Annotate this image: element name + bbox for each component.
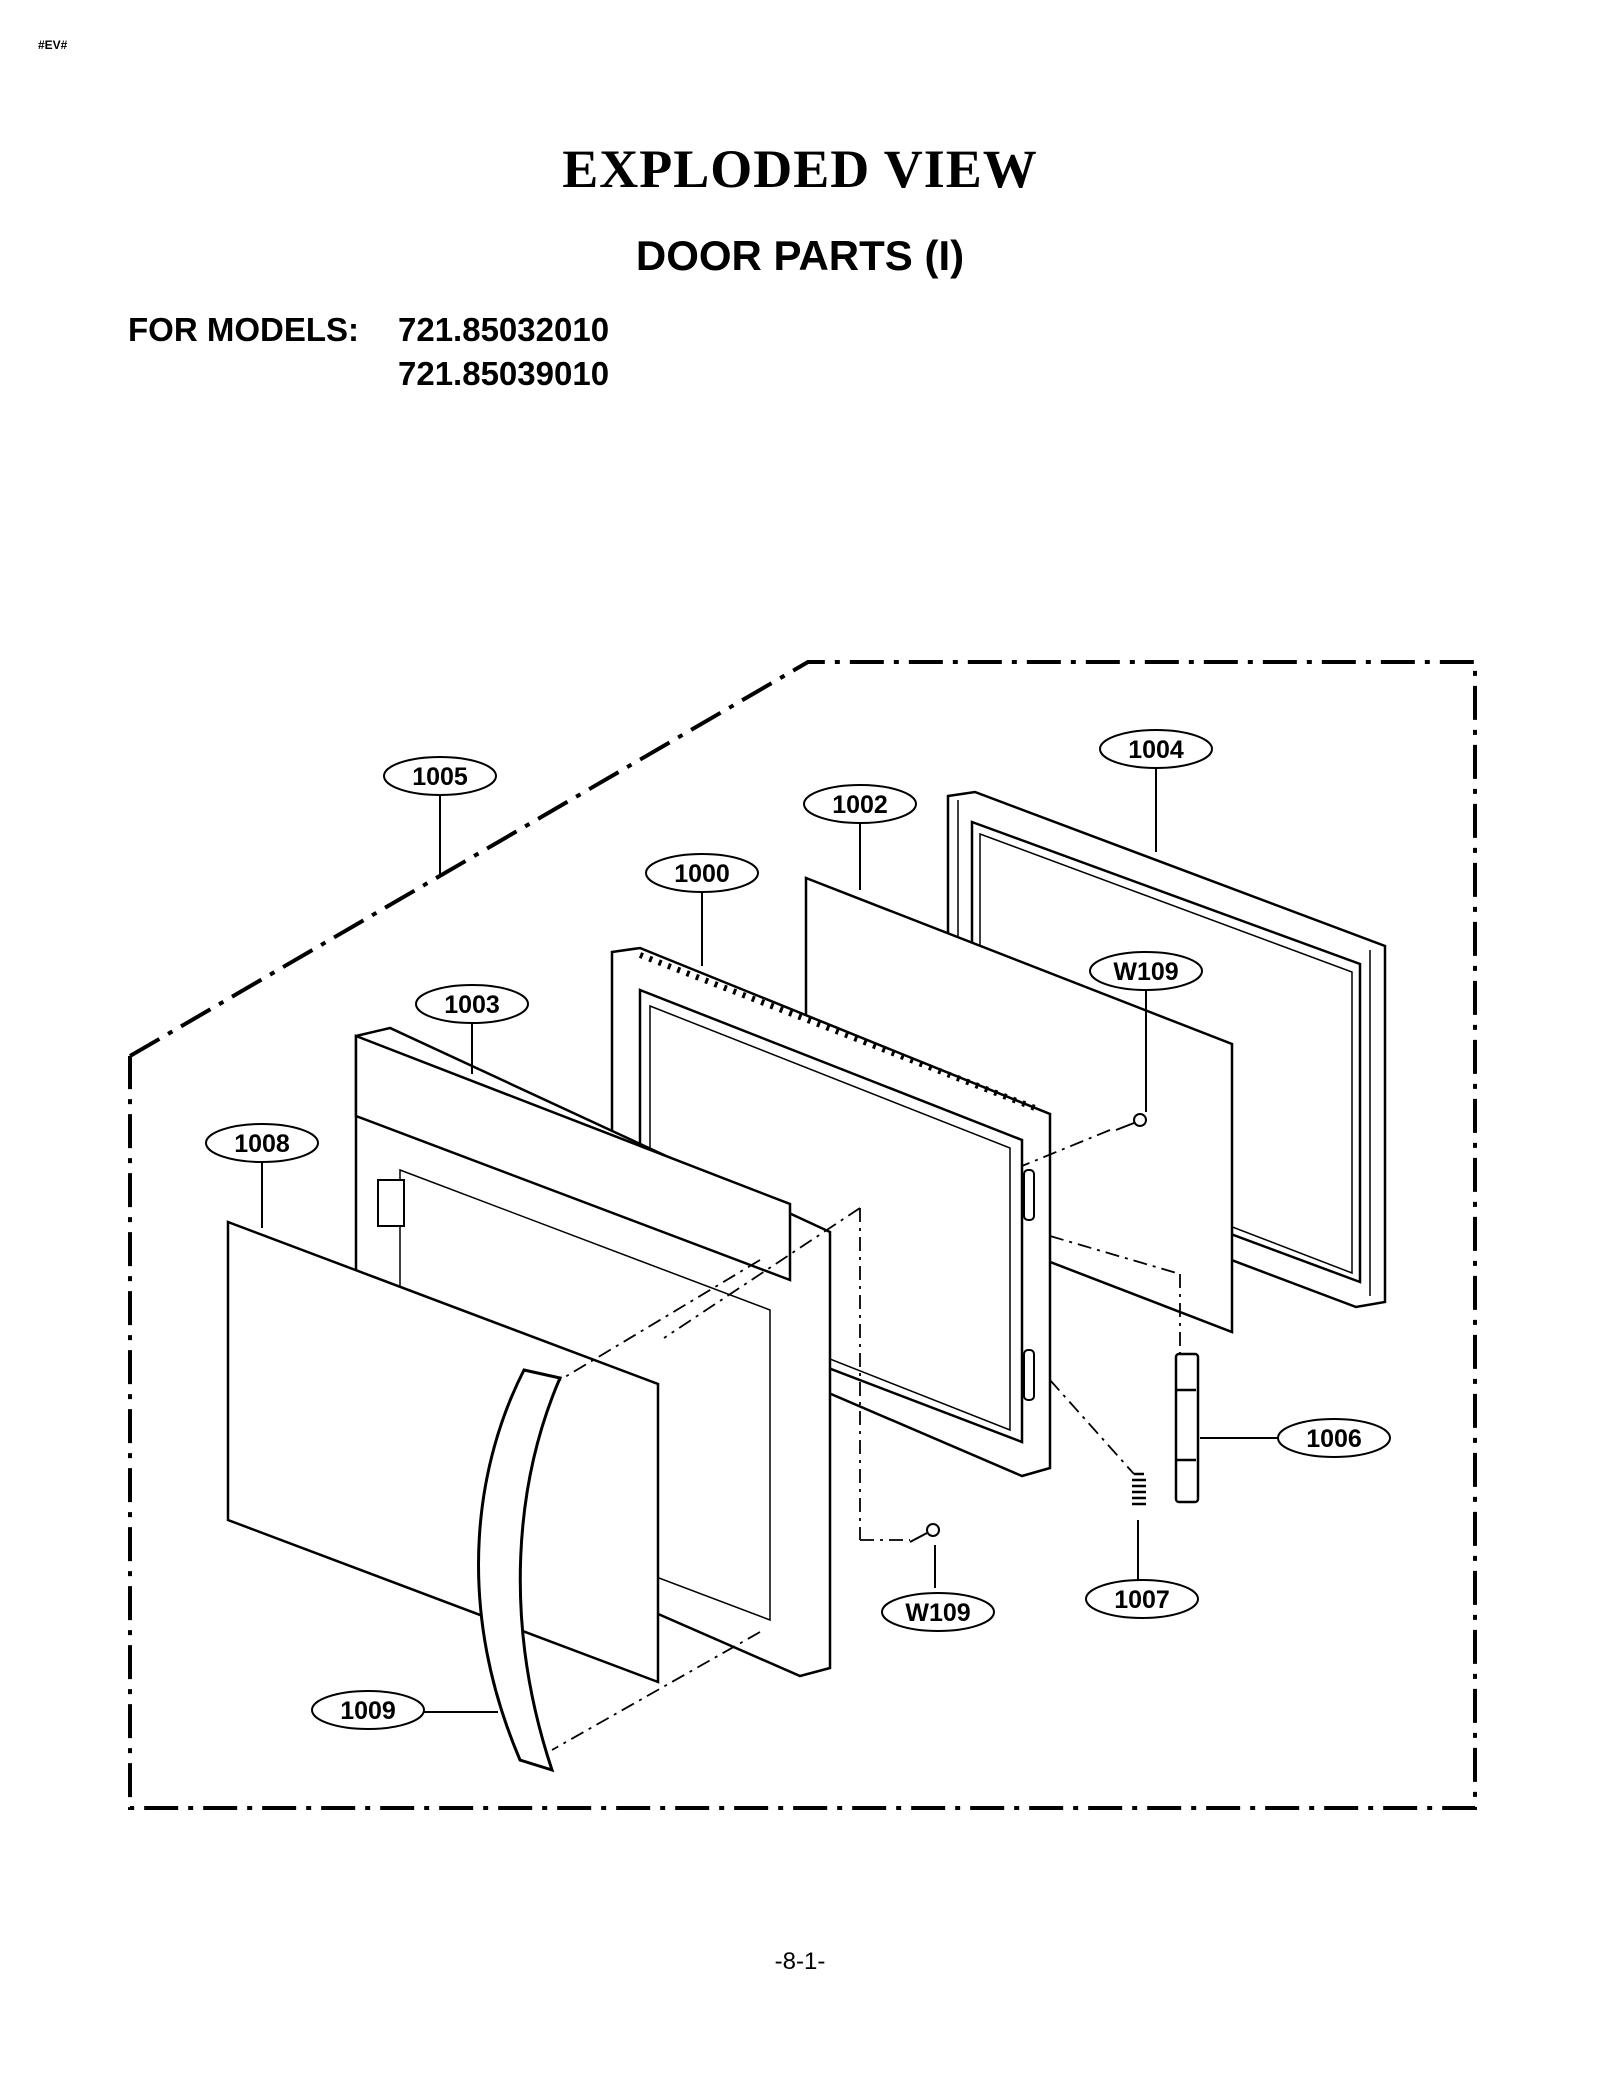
callout-1003-label: 1003 xyxy=(444,991,500,1019)
callout-1008-label: 1008 xyxy=(234,1130,290,1158)
section-subtitle: DOOR PARTS (I) xyxy=(635,232,965,279)
callout-1006-label: 1006 xyxy=(1306,1425,1362,1453)
callout-w109-upper-label: W109 xyxy=(1113,958,1178,986)
page-title: EXPLODED VIEW xyxy=(562,139,1038,199)
callout-1002-label: 1002 xyxy=(832,791,888,819)
callout-1003: 1003 xyxy=(415,984,529,1024)
callout-w109-lower: W109 xyxy=(881,1592,995,1632)
callout-1004: 1004 xyxy=(1099,729,1213,769)
callout-1005: 1005 xyxy=(383,756,497,796)
callout-1007: 1007 xyxy=(1085,1579,1199,1619)
callout-1000-label: 1000 xyxy=(674,860,730,888)
leader-lines xyxy=(261,764,1278,1713)
callout-1009: 1009 xyxy=(311,1690,425,1730)
screw-w109-upper xyxy=(1115,1113,1147,1131)
models-label: FOR MODELS: xyxy=(128,311,359,348)
model-number: 721.85032010 xyxy=(398,311,610,348)
callout-1004-label: 1004 xyxy=(1128,736,1184,764)
part-1007-spring xyxy=(1132,1472,1146,1506)
callout-1000: 1000 xyxy=(645,853,759,893)
part-1006-latch xyxy=(1174,1352,1200,1504)
callout-1008: 1008 xyxy=(205,1123,319,1163)
part-1009-handle xyxy=(477,1368,563,1773)
assembly-guide-lines xyxy=(551,1129,1181,1751)
screw-w109-lower xyxy=(909,1523,940,1543)
page-number: -8-1- xyxy=(774,1948,826,1975)
model-number: 721.85039010 xyxy=(398,355,610,392)
callout-w109-upper: W109 xyxy=(1089,951,1203,991)
callout-1009-label: 1009 xyxy=(340,1697,396,1725)
assembly-boundary xyxy=(128,660,1477,1810)
page-tag: #EV# xyxy=(38,38,68,52)
callout-1007-label: 1007 xyxy=(1114,1586,1170,1614)
callout-1002: 1002 xyxy=(803,784,917,824)
callout-w109-lower-label: W109 xyxy=(905,1599,970,1627)
callout-1006: 1006 xyxy=(1277,1418,1391,1458)
callout-1005-label: 1005 xyxy=(412,763,468,791)
part-1008-front-panel xyxy=(226,1220,660,1684)
